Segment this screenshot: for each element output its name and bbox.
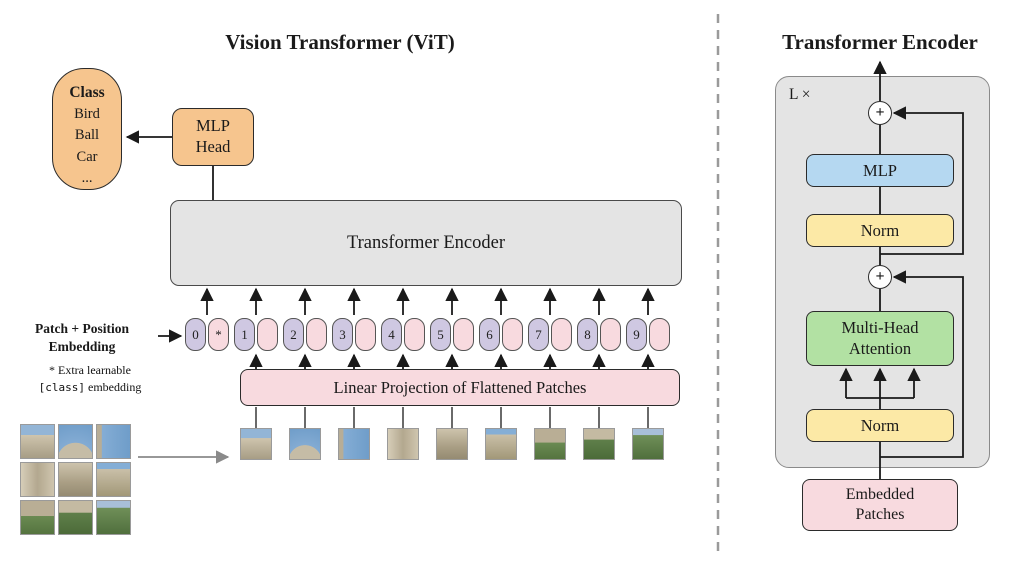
note-class-code: [class] bbox=[38, 381, 86, 395]
vit-title: Vision Transformer (ViT) bbox=[225, 30, 455, 54]
token-pair-7: 7 bbox=[528, 318, 572, 351]
patch-embedding-pill-7 bbox=[551, 318, 572, 351]
image-cell-5 bbox=[58, 462, 93, 497]
residual-skip-connections bbox=[880, 106, 964, 458]
patch-embedding-pill-8 bbox=[600, 318, 621, 351]
position-token-1: 1 bbox=[234, 318, 255, 351]
patch-to-projection-lines bbox=[255, 407, 649, 428]
flattened-patch-5 bbox=[436, 428, 468, 460]
loop-count-label: L × bbox=[789, 86, 811, 103]
encoder-detail-title: Transformer Encoder bbox=[782, 30, 978, 54]
patch-embedding-pill-6 bbox=[502, 318, 523, 351]
embedded-patches-box: Embedded Patches bbox=[802, 479, 958, 531]
patch-embedding-pill-2 bbox=[306, 318, 327, 351]
flattened-patch-4 bbox=[387, 428, 419, 460]
image-cell-6 bbox=[96, 462, 131, 497]
patch-embedding-pill-1 bbox=[257, 318, 278, 351]
patch-embedding-pill-9 bbox=[649, 318, 670, 351]
class-embedding-note: * Extra learnable [class] embedding bbox=[14, 362, 166, 397]
position-token-4: 4 bbox=[381, 318, 402, 351]
image-cell-3 bbox=[96, 424, 131, 459]
token-pair-1: 1 bbox=[234, 318, 278, 351]
position-token-0: 0 bbox=[185, 318, 206, 351]
position-token-2: 2 bbox=[283, 318, 304, 351]
token-pair-9: 9 bbox=[626, 318, 670, 351]
flattened-patch-9 bbox=[632, 428, 664, 460]
position-token-6: 6 bbox=[479, 318, 500, 351]
mlp-head-box: MLP Head bbox=[172, 108, 254, 166]
mlp-head-to-class-arrow bbox=[125, 130, 214, 200]
position-token-3: 3 bbox=[332, 318, 353, 351]
position-token-8: 8 bbox=[577, 318, 598, 351]
class-embedding-pill: * bbox=[208, 318, 229, 351]
flattened-patch-3 bbox=[338, 428, 370, 460]
transformer-encoder-box bbox=[170, 200, 682, 286]
class-item-car: Car bbox=[76, 148, 98, 165]
token-pair-6: 6 bbox=[479, 318, 523, 351]
patch-embedding-pill-3 bbox=[355, 318, 376, 351]
input-image-patch-grid bbox=[20, 424, 131, 535]
image-cell-2 bbox=[58, 424, 93, 459]
class-item-ellipsis: ... bbox=[81, 169, 93, 186]
image-cell-4 bbox=[20, 462, 55, 497]
image-cell-1 bbox=[20, 424, 55, 459]
token-pair-8: 8 bbox=[577, 318, 621, 351]
class-output-box: Class Bird Ball Car ... bbox=[52, 68, 122, 190]
note-line1: * Extra learnable bbox=[49, 363, 131, 377]
token-to-encoder-arrows bbox=[200, 287, 655, 315]
patch-position-embedding-label: Patch + Position Embedding bbox=[35, 321, 129, 354]
norm-box-upper: Norm bbox=[806, 214, 954, 247]
position-token-7: 7 bbox=[528, 318, 549, 351]
flattened-patch-6 bbox=[485, 428, 517, 460]
patch-embedding-pill-4 bbox=[404, 318, 425, 351]
token-pair-3: 3 bbox=[332, 318, 376, 351]
plus-icon: + bbox=[875, 268, 885, 285]
token-pair-2: 2 bbox=[283, 318, 327, 351]
mlp-box: MLP bbox=[806, 154, 954, 187]
position-token-5: 5 bbox=[430, 318, 451, 351]
linear-projection-box: Linear Projection of Flattened Patches bbox=[240, 369, 680, 406]
class-item-bird: Bird bbox=[74, 106, 100, 123]
flattened-patch-8 bbox=[583, 428, 615, 460]
image-cell-9 bbox=[96, 500, 131, 535]
projection-to-token-arrows bbox=[249, 353, 655, 369]
plus-icon: + bbox=[875, 104, 885, 121]
position-token-9: 9 bbox=[626, 318, 647, 351]
flattened-patch-2 bbox=[289, 428, 321, 460]
residual-add-circle-top: + bbox=[868, 101, 892, 125]
image-cell-8 bbox=[58, 500, 93, 535]
encoder-detail-flow-lines bbox=[839, 60, 921, 479]
norm-box-lower: Norm bbox=[806, 409, 954, 442]
note-line2: embedding bbox=[85, 380, 142, 395]
residual-add-circle-bottom: + bbox=[868, 265, 892, 289]
flattened-patch-7 bbox=[534, 428, 566, 460]
token-pair-0: 0 * bbox=[185, 318, 229, 351]
patch-embedding-pill-5 bbox=[453, 318, 474, 351]
token-pair-5: 5 bbox=[430, 318, 474, 351]
multi-head-attention-box: Multi-Head Attention bbox=[806, 311, 954, 366]
token-pair-4: 4 bbox=[381, 318, 425, 351]
flattened-patch-1 bbox=[240, 428, 272, 460]
class-label: Class bbox=[69, 84, 105, 101]
image-cell-7 bbox=[20, 500, 55, 535]
class-item-ball: Ball bbox=[74, 127, 100, 144]
